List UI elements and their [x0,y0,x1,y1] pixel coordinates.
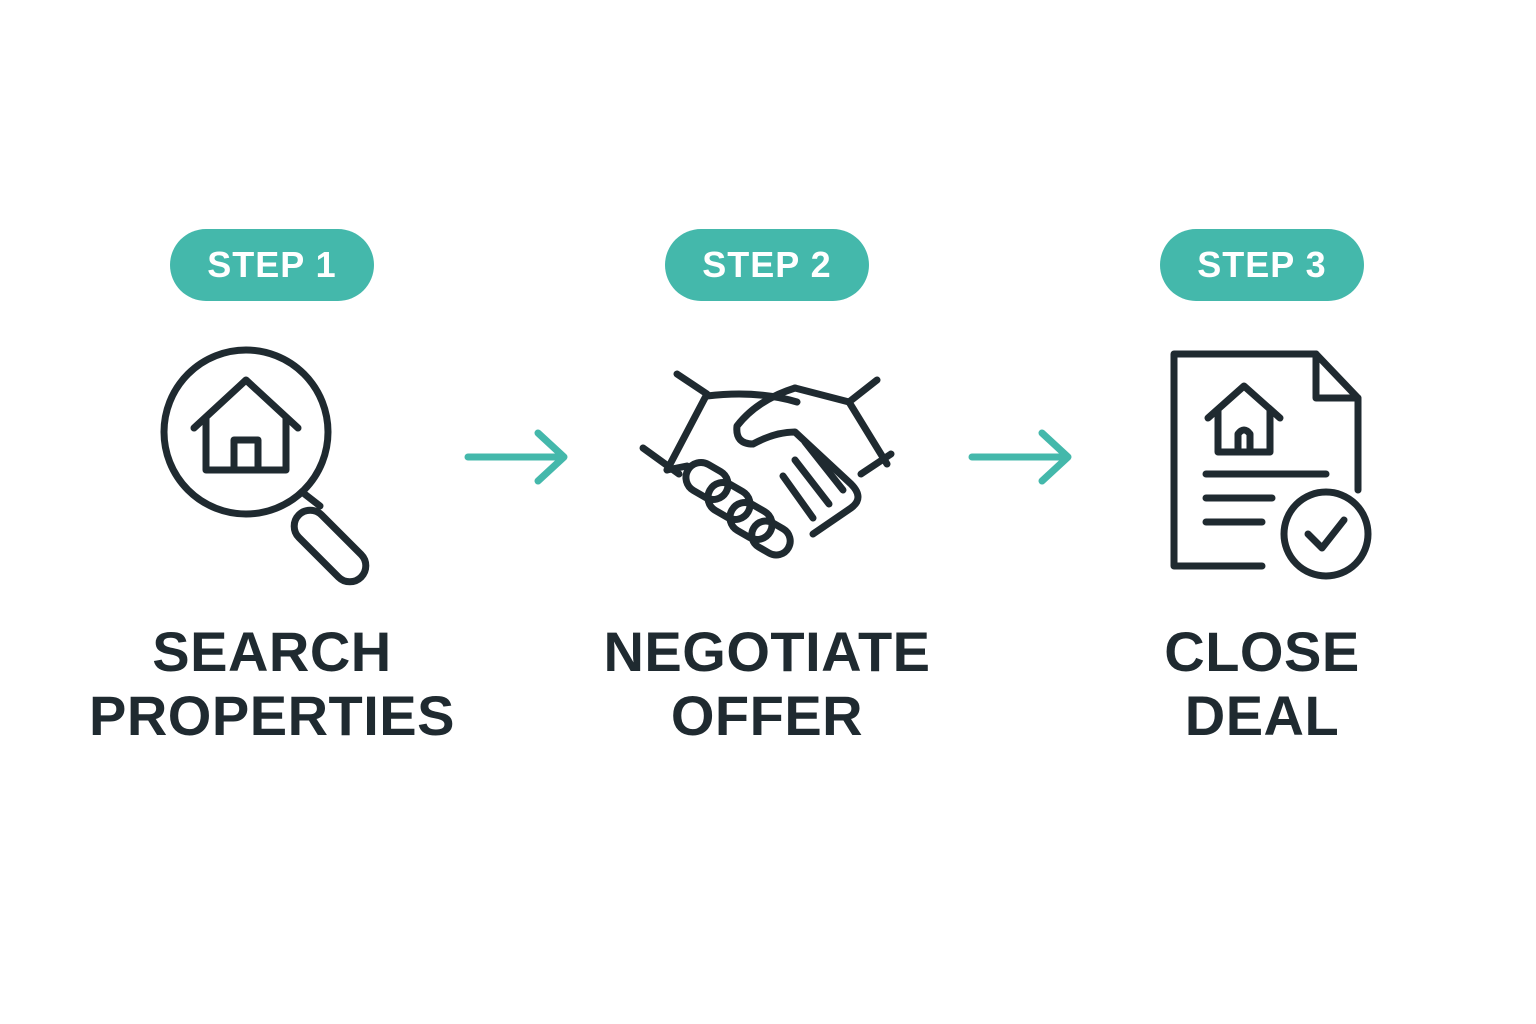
step-title-line-2: DEAL [1184,684,1340,747]
step-badge: STEP 1 [170,229,374,301]
step-3: STEP 3 CLOSE DEAL [1052,0,1472,1024]
document-check-icon [1132,340,1392,590]
step-title: CLOSE DEAL [1052,620,1472,748]
step-title: SEARCH PROPERTIES [62,620,482,748]
step-title-line-2: OFFER [670,684,864,747]
step-2: STEP 2 [557,0,977,1024]
step-title-line-1: SEARCH [152,620,392,683]
step-title: NEGOTIATE OFFER [557,620,977,748]
arrow-right-icon [966,427,1076,487]
arrow-right-icon [462,427,572,487]
step-title-line-1: NEGOTIATE [603,620,931,683]
handshake-icon [637,340,897,590]
step-title-line-1: CLOSE [1164,620,1360,683]
house-search-icon [142,340,402,590]
step-badge: STEP 2 [665,229,869,301]
step-title-line-2: PROPERTIES [89,684,455,747]
step-badge: STEP 3 [1160,229,1364,301]
step-1: STEP 1 SEARCH PROPERTIES [62,0,482,1024]
